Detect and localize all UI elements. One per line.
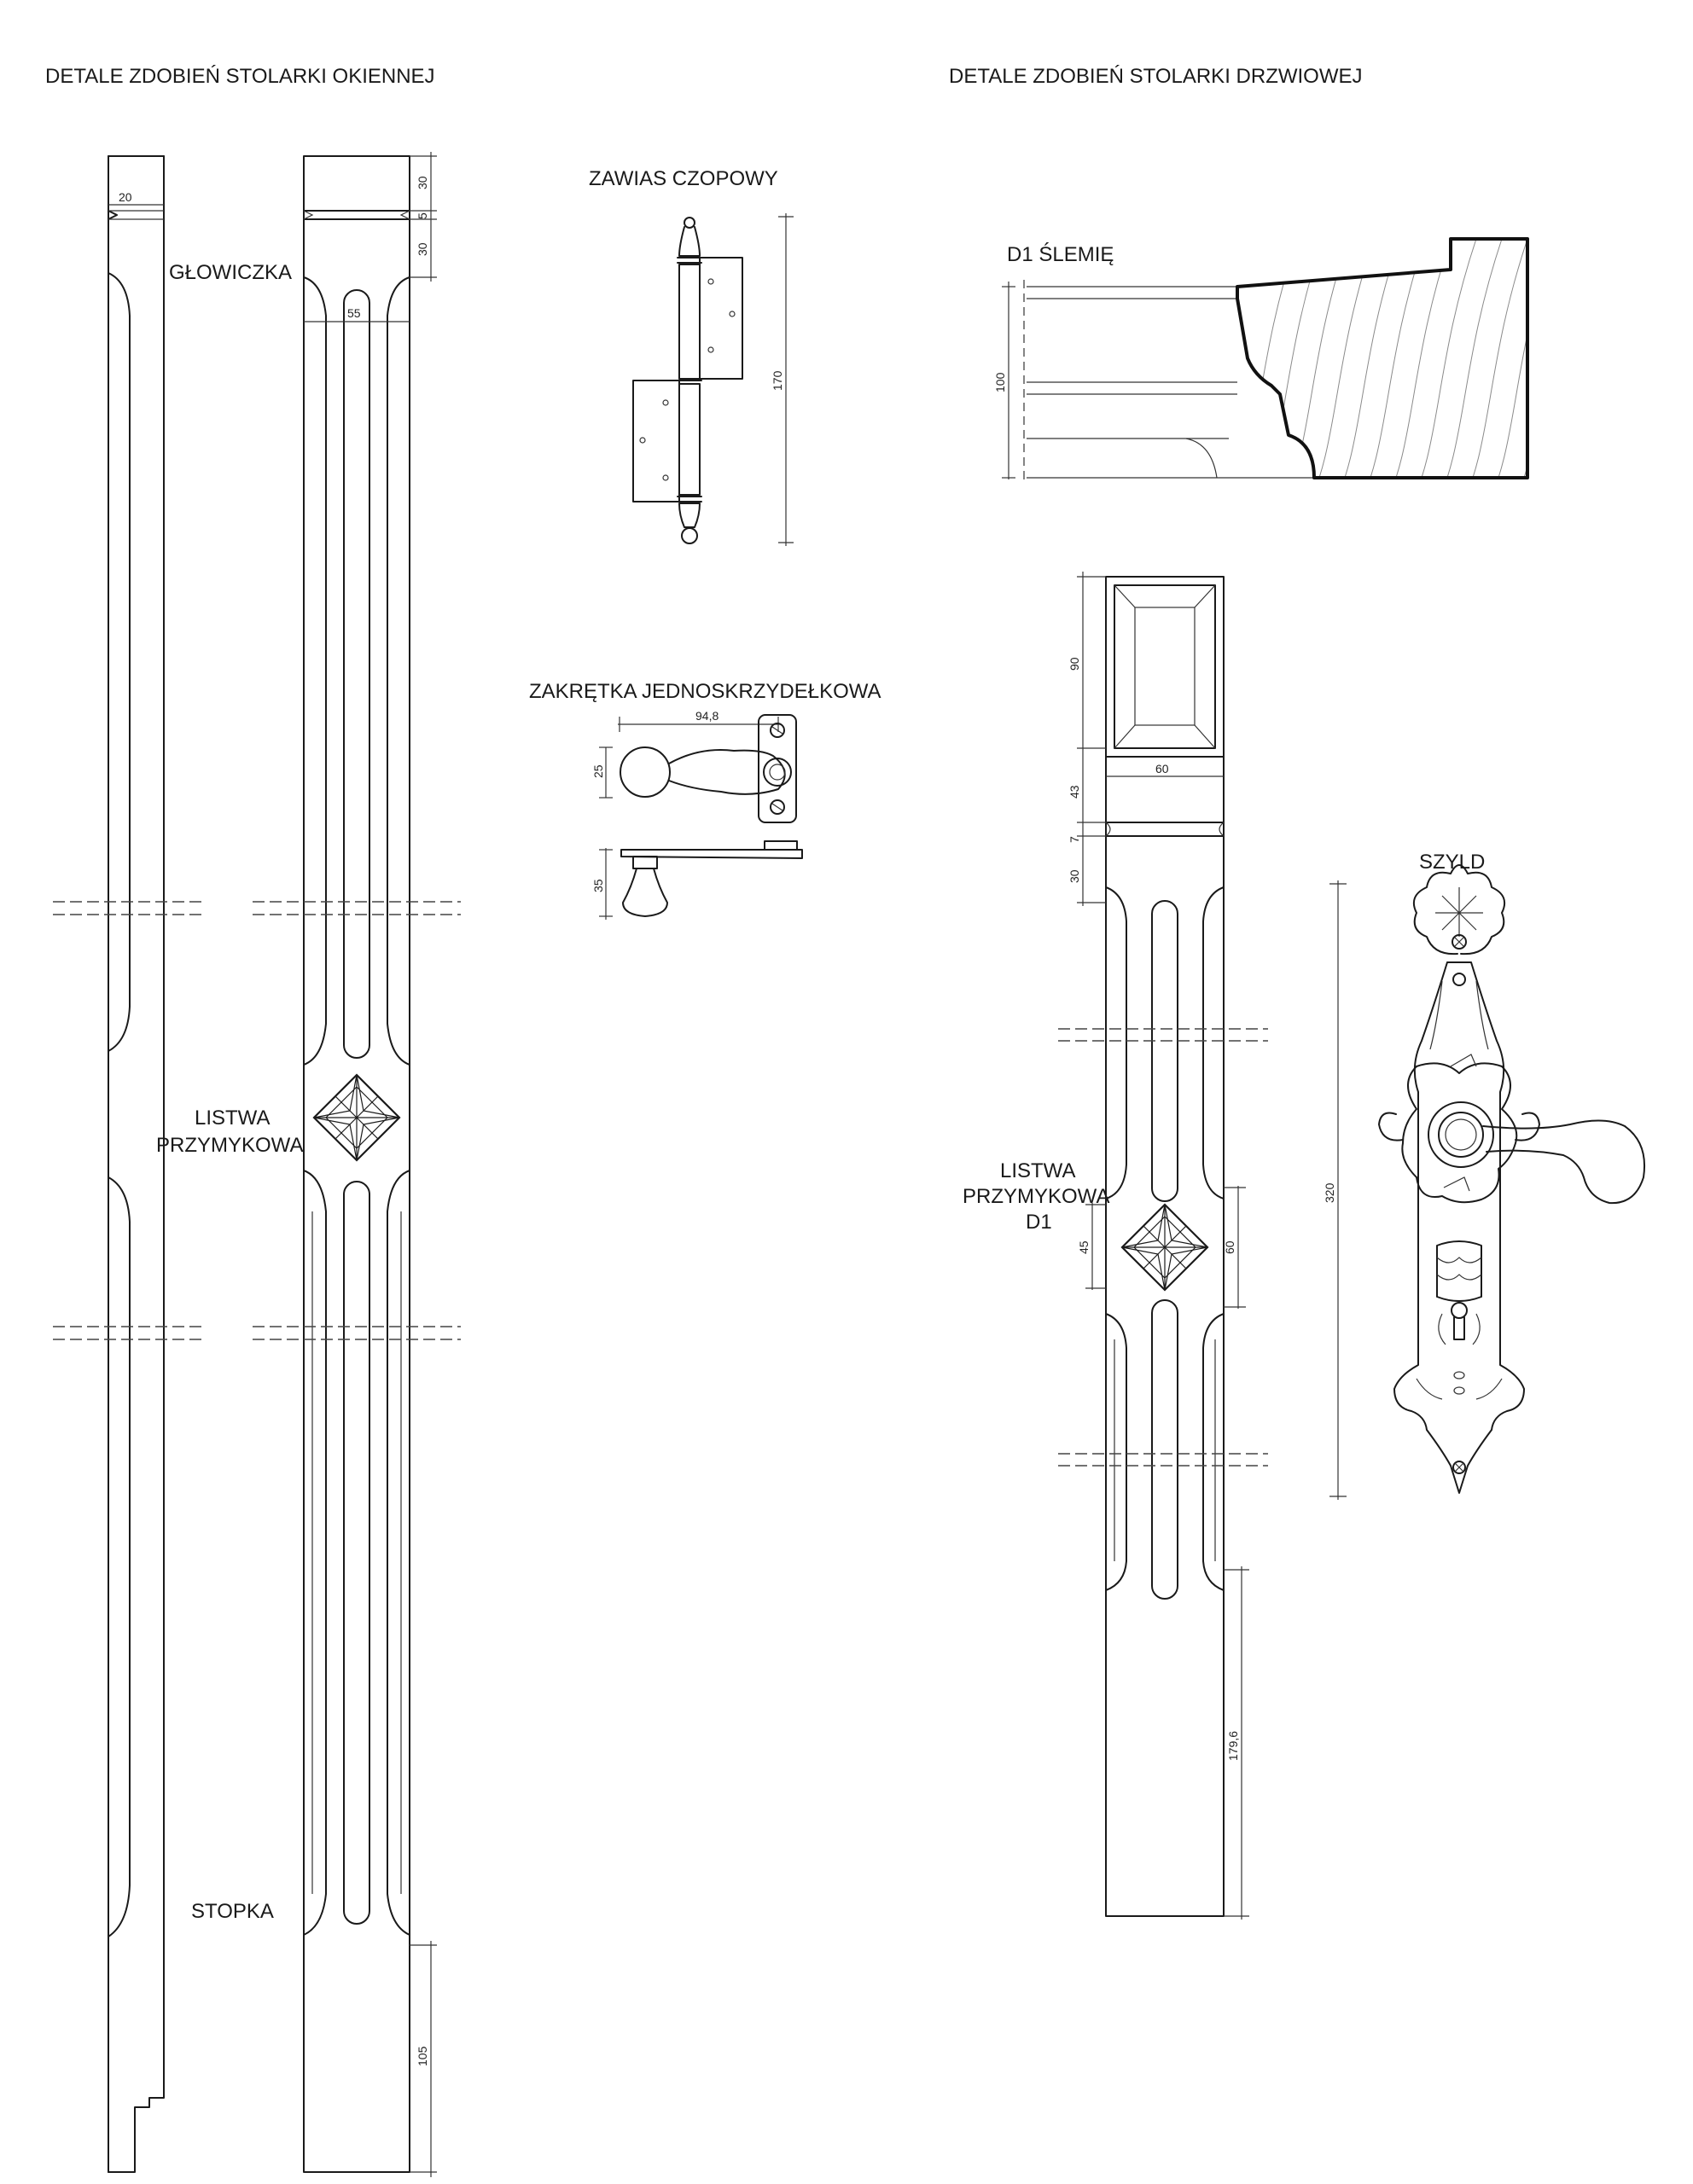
latch-drawing: 94,8 25 35 xyxy=(591,709,803,920)
label-latch: ZAKRĘTKA JEDNOSKRZYDEŁKOWA xyxy=(529,680,881,703)
dim-latch-25: 25 xyxy=(591,764,605,778)
label-door-strip-line1: LISTWA xyxy=(1000,1159,1075,1182)
dim-top-5: 5 xyxy=(416,212,429,219)
dim-latch-35: 35 xyxy=(591,879,605,892)
door-plate-drawing: 320 xyxy=(1323,864,1645,1500)
heading-window-details: DETALE ZDOBIEŃ STOLARKI OKIENNEJ xyxy=(45,65,435,88)
label-head: GŁOWICZKA xyxy=(169,261,292,284)
label-door-strip-line2: PRZYMYKOWA xyxy=(963,1185,1109,1208)
door-profile-section: 100 xyxy=(993,237,1529,479)
label-strip-line1: LISTWA xyxy=(195,1107,270,1130)
label-door-strip-line3: D1 xyxy=(1026,1211,1052,1234)
label-foot: STOPKA xyxy=(191,1900,274,1923)
dim-door-45: 45 xyxy=(1077,1240,1091,1254)
dim-bottom-105: 105 xyxy=(416,2046,429,2066)
door-strip: 90 43 7 30 60 45 60 179,6 xyxy=(1058,572,1268,1920)
dim-door-90: 90 xyxy=(1068,657,1081,671)
dim-hinge-170: 170 xyxy=(771,370,784,391)
label-hinge: ZAWIAS CZOPOWY xyxy=(589,167,778,190)
dim-top-30b: 30 xyxy=(416,242,429,256)
label-profile: D1 ŚLEMIĘ xyxy=(1007,242,1114,266)
window-front-strip: 55 30 5 30 105 xyxy=(253,152,461,2177)
dim-door-43: 43 xyxy=(1068,785,1081,799)
dim-side-20: 20 xyxy=(119,190,132,204)
heading-door-details: DETALE ZDOBIEŃ STOLARKI DRZWIOWEJ xyxy=(949,65,1363,88)
dim-door-30: 30 xyxy=(1068,869,1081,883)
dim-latch-94-8: 94,8 xyxy=(695,709,719,723)
dim-door-60: 60 xyxy=(1223,1240,1236,1254)
dim-door-179-6: 179,6 xyxy=(1226,1731,1240,1761)
dim-door-width-60: 60 xyxy=(1155,762,1169,775)
dim-plate-320: 320 xyxy=(1323,1182,1336,1203)
dim-width-55: 55 xyxy=(347,306,361,320)
window-side-profile: 20 xyxy=(53,155,203,2173)
dim-door-7: 7 xyxy=(1068,836,1081,843)
hinge-drawing: 170 xyxy=(632,213,794,546)
dim-profile-100: 100 xyxy=(993,372,1007,392)
label-strip-line2: PRZYMYKOWA xyxy=(156,1134,303,1157)
dim-top-30a: 30 xyxy=(416,176,429,189)
